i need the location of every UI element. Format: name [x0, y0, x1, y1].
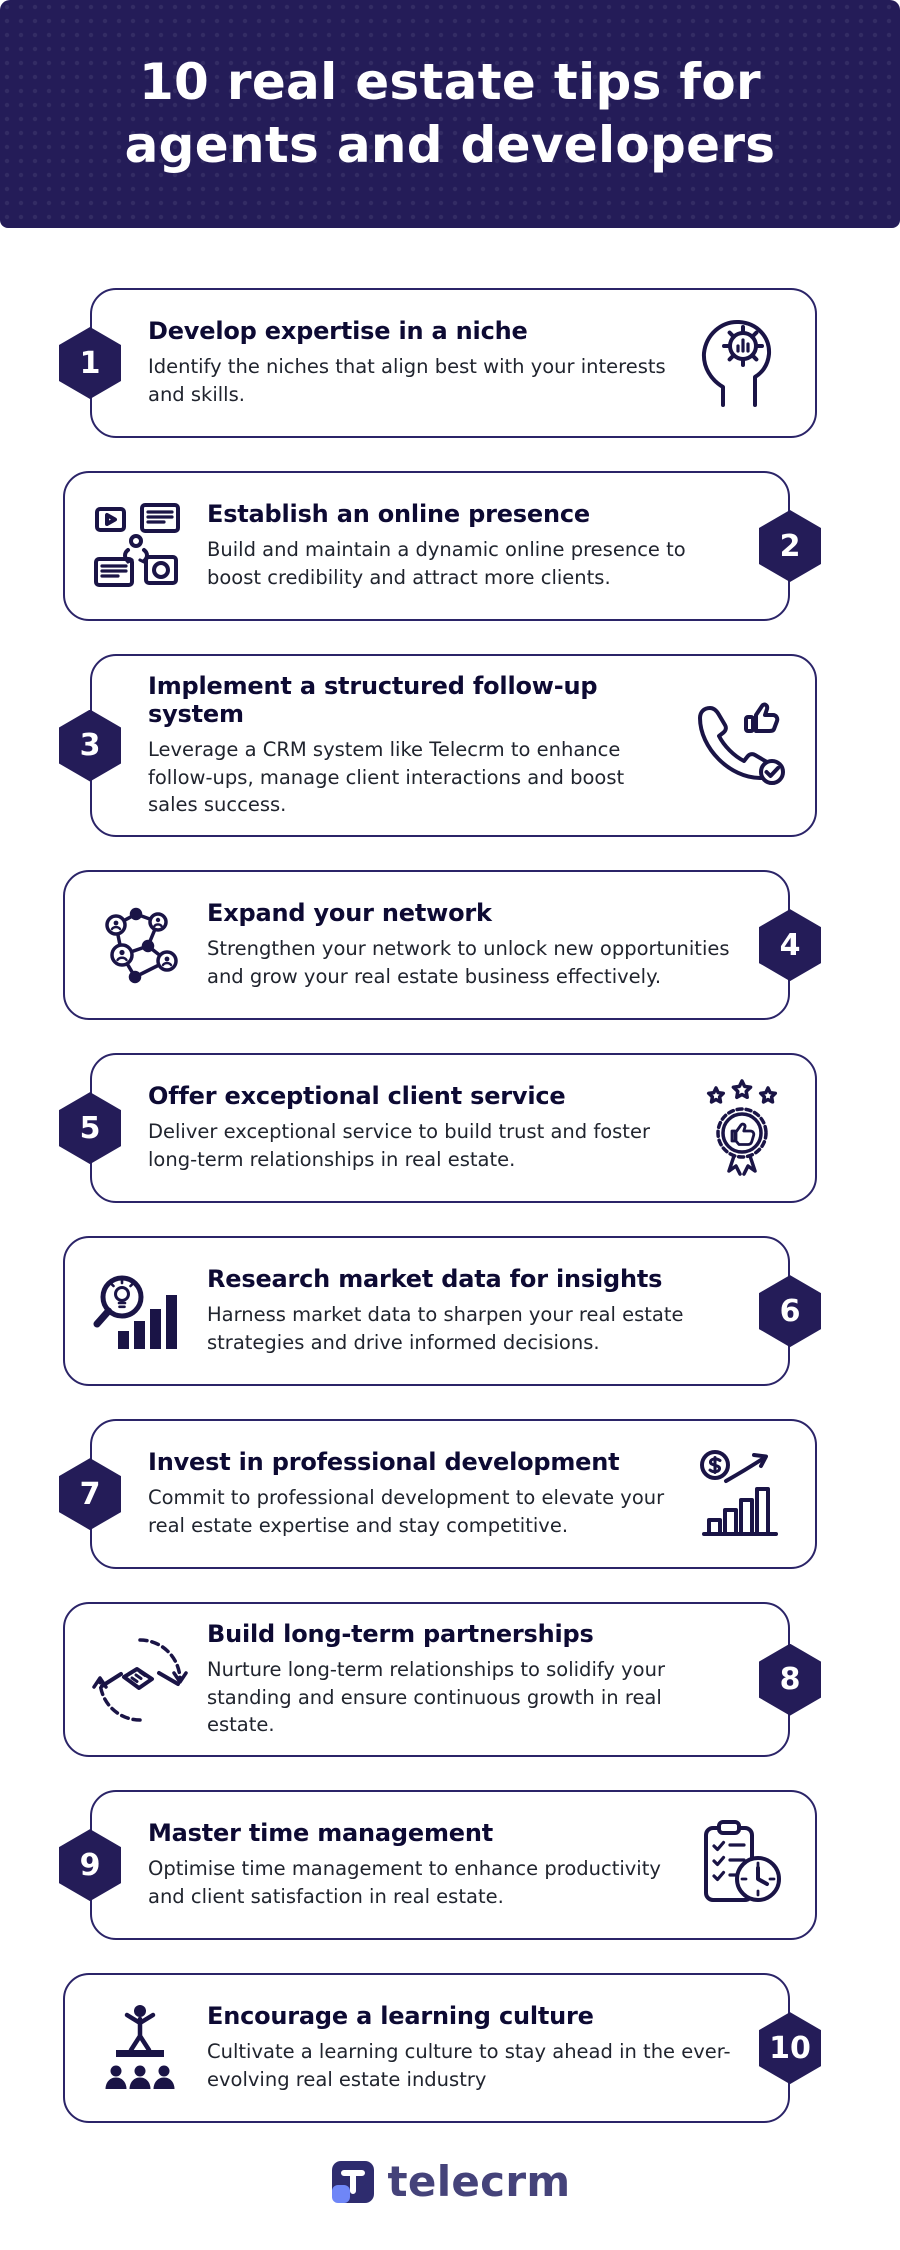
tip-description: Harness market data to sharpen your real…	[207, 1303, 684, 1355]
brand-name: telecrm	[387, 2157, 571, 2206]
tip-card-5: 5 Offer exceptional client service Deliv…	[59, 1053, 817, 1204]
tip-description: Optimise time management to enhance prod…	[148, 1857, 661, 1909]
tips-list: 1 Develop expertise in a niche Identify …	[0, 228, 900, 2124]
tip-text: Establish an online presence Build and m…	[207, 500, 732, 591]
tip-description: Commit to professional development to el…	[148, 1486, 665, 1538]
tip-text: Offer exceptional client service Deliver…	[148, 1082, 677, 1173]
tip-icon-wrap	[687, 1441, 793, 1547]
tip-card-6: 6 Research market data for insights Harn…	[63, 1236, 821, 1387]
tip-number-badge: 9	[59, 1829, 121, 1902]
tip-description: Cultivate a learning culture to stay ahe…	[207, 2040, 731, 2092]
tip-description: Nurture long-term relationships to solid…	[207, 1658, 665, 1737]
tip-number-badge: 4	[759, 909, 821, 982]
tip-text: Master time management Optimise time man…	[148, 1819, 677, 1910]
telecrm-logo-icon	[331, 2160, 374, 2203]
tip-card-9: 9 Master time management Optimise time m…	[59, 1790, 817, 1941]
tip-text: Encourage a learning culture Cultivate a…	[207, 2002, 732, 2093]
tip-icon-wrap	[87, 493, 193, 599]
professional-growth-icon	[690, 1444, 790, 1544]
tip-icon-wrap	[87, 892, 193, 998]
tip-title: Implement a structured follow-up system	[148, 672, 598, 728]
tip-number-badge: 1	[59, 327, 121, 399]
tip-text: Research market data for insights Harnes…	[207, 1265, 732, 1356]
tip-icon-wrap	[687, 1075, 793, 1181]
tip-title: Establish an online presence	[207, 500, 590, 529]
niche-expertise-icon	[690, 313, 790, 413]
tip-card-2: 2 Establish an online presence Build and…	[63, 471, 821, 621]
tip-icon-wrap	[87, 1627, 193, 1733]
tip-text: Develop expertise in a niche Identify th…	[148, 317, 677, 408]
tip-number-badge: 6	[759, 1275, 821, 1348]
market-research-icon	[90, 1261, 177, 1350]
page-title-line-1: 10 real estate tips for	[138, 53, 762, 111]
tip-number-badge: 3	[59, 709, 121, 782]
tip-description: Build and maintain a dynamic online pres…	[207, 538, 686, 589]
tip-description: Strengthen your network to unlock new op…	[207, 937, 730, 989]
tip-number-badge: 5	[59, 1092, 121, 1165]
tip-title: Research market data for insights	[207, 1265, 663, 1294]
tip-title: Expand your network	[207, 899, 492, 928]
tip-icon-wrap	[87, 1995, 193, 2101]
online-presence-icon	[90, 496, 190, 596]
tip-title: Encourage a learning culture	[207, 2002, 594, 2031]
network-icon	[90, 895, 190, 995]
learning-culture-icon	[105, 2005, 175, 2090]
tip-card-7: 7 Invest in professional development Com…	[59, 1419, 817, 1570]
tip-text: Invest in professional development Commi…	[148, 1448, 677, 1539]
followup-phone-icon	[690, 696, 790, 796]
tip-title: Develop expertise in a niche	[148, 317, 528, 346]
tip-number-badge: 8	[759, 1643, 821, 1716]
tip-icon-wrap	[687, 693, 793, 799]
tip-text: Implement a structured follow-up system …	[148, 672, 677, 819]
tip-title: Invest in professional development	[148, 1448, 620, 1477]
tip-title: Offer exceptional client service	[148, 1082, 566, 1111]
tip-number-badge: 7	[59, 1458, 121, 1531]
client-service-award-icon	[690, 1078, 790, 1178]
tip-text: Build long-term partnerships Nurture lon…	[207, 1620, 732, 1739]
tip-number-badge: 2	[759, 510, 821, 582]
tip-icon-wrap	[87, 1258, 193, 1364]
tip-card-1: 1 Develop expertise in a niche Identify …	[59, 288, 817, 438]
tip-icon-wrap	[687, 1812, 793, 1918]
tip-description: Identify the niches that align best with…	[148, 355, 666, 406]
time-management-icon	[690, 1815, 790, 1915]
tip-card-10: 10 Encourage a learning culture Cultivat…	[63, 1973, 821, 2124]
tip-number-badge: 10	[759, 2012, 821, 2085]
tip-description: Deliver exceptional service to build tru…	[148, 1120, 650, 1172]
tip-title: Master time management	[148, 1819, 494, 1848]
tip-title: Build long-term partnerships	[207, 1620, 594, 1649]
page-title-line-2: agents and developers	[124, 116, 776, 174]
tip-description: Leverage a CRM system like Telecrm to en…	[148, 738, 625, 817]
partnership-handshake-icon	[90, 1630, 190, 1730]
tip-icon-wrap	[687, 310, 793, 416]
tip-card-3: 3 Implement a structured follow-up syste…	[59, 654, 817, 838]
tip-text: Expand your network Strengthen your netw…	[207, 899, 732, 990]
tip-card-4: 4 Expand your network	[63, 870, 821, 1021]
tip-card-8: 8 Build long-term partnerships Nurture l…	[63, 1602, 821, 1758]
footer-brand: telecrm	[0, 2157, 900, 2206]
infographic-header: 10 real estate tips for agents and devel…	[0, 0, 900, 228]
